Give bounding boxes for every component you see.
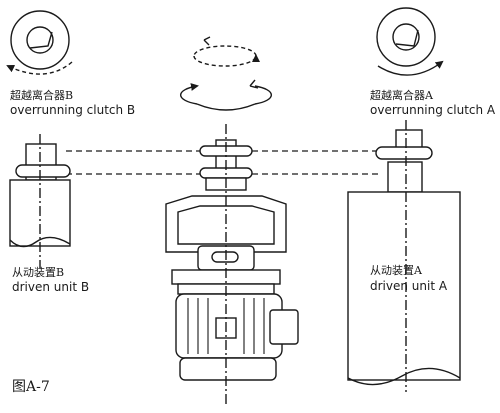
driven-unit-a-shape xyxy=(347,120,461,392)
driven-unit-a-label-en: driven unit A xyxy=(370,279,448,293)
geared-motor-shape xyxy=(165,124,299,406)
driven-unit-a-label-zh: 从动装置A xyxy=(370,264,422,277)
driven-unit-b-label-en: driven unit B xyxy=(12,280,90,294)
clutch-b-symbol xyxy=(10,10,70,70)
clutch-b-rotation-arrow xyxy=(6,61,73,75)
clutch-b-label-zh: 超越离合器B xyxy=(10,89,74,102)
clutch-a-symbol xyxy=(376,7,436,67)
clutch-b-label-en: overrunning clutch B xyxy=(10,103,136,117)
figure-number: 图A-7 xyxy=(12,379,50,395)
clutch-a-label-zh: 超越离合器A xyxy=(370,89,433,102)
driven-unit-b-shape xyxy=(9,134,71,268)
power-lines xyxy=(66,150,380,175)
driven-unit-b-label-zh: 从动装置B xyxy=(12,266,65,279)
clutch-a-label-en: overrunning clutch A xyxy=(370,103,496,117)
clutch-a-rotation-arrow xyxy=(377,60,444,76)
rotation-direction-icon xyxy=(180,36,272,111)
